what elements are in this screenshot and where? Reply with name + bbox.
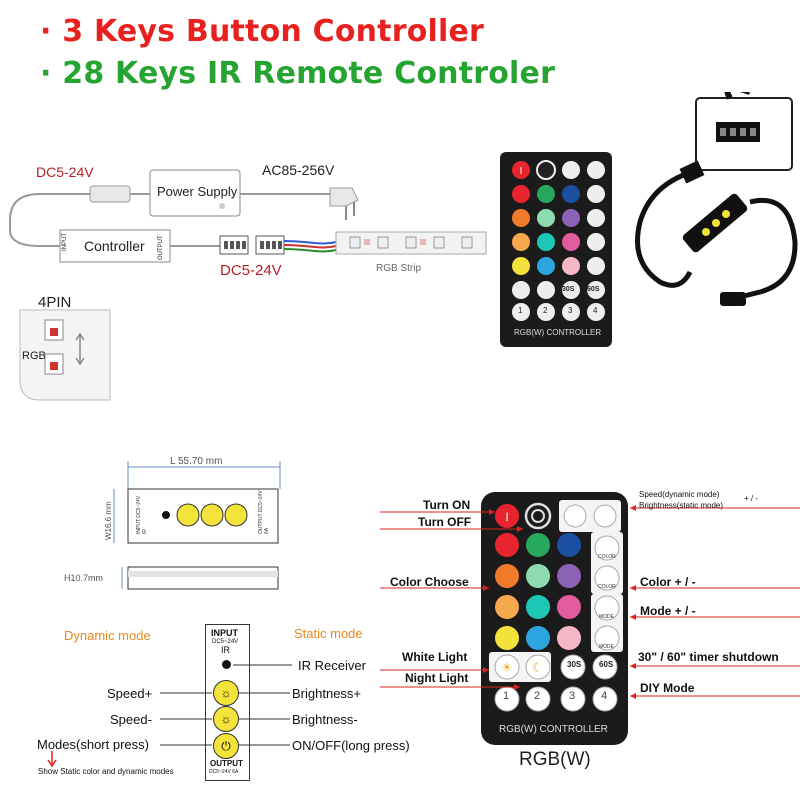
diy-mode-label: DIY Mode xyxy=(640,681,695,695)
white-light-label: White Light xyxy=(402,650,468,664)
speed-plus-label: Speed+ xyxy=(107,686,153,701)
rgb-pin-label: RGB xyxy=(22,350,46,362)
onoff-label: ON/OFF(long press) xyxy=(292,738,410,753)
remote-caption: RGB(W) xyxy=(519,749,591,770)
controller-output-port: OUTPUT xyxy=(158,235,164,260)
static-mode-label: Static mode xyxy=(294,626,363,641)
color-plus-minus-label: Color + / - xyxy=(640,575,696,589)
controller-output-voltage: DC5~24V 6A xyxy=(209,769,239,775)
height-dimension: H10.7mm xyxy=(64,573,104,583)
svg-text:☀: ☀ xyxy=(501,661,513,676)
remote-small: I 30S 60S 1 2 3 4 RGB(W) CONTROLLER xyxy=(500,152,612,347)
cable-svg xyxy=(635,92,798,306)
remote-leader-lines xyxy=(380,505,800,699)
speed-minus-label: Speed- xyxy=(110,712,152,727)
controller-output-label: OUTPUT xyxy=(210,759,243,768)
remote-color-label-1: COLOR xyxy=(598,554,616,560)
controller-input-port: INPUT xyxy=(62,233,68,251)
remote-small-footer: RGB(W) CONTROLLER xyxy=(514,328,602,337)
plus-minus-small-label: + / - xyxy=(744,494,759,503)
remote-scene-2[interactable]: 2 xyxy=(534,690,541,702)
remote-scene-4[interactable]: 4 xyxy=(601,690,608,702)
svg-text:I: I xyxy=(505,510,508,524)
color-choose-label: Color Choose xyxy=(390,575,469,589)
remote-scene-3[interactable]: 3 xyxy=(569,690,576,702)
rgb-strip-label: RGB Strip xyxy=(376,263,422,274)
turn-off-label: Turn OFF xyxy=(418,515,472,529)
dimension-svg xyxy=(113,461,281,590)
remote-mode-label-1: MODE xyxy=(599,614,614,620)
remote-large-svg: I ☀ ☾ xyxy=(489,500,623,712)
length-dimension: L 55.70 mm xyxy=(170,456,223,467)
controller-leader-lines xyxy=(47,664,292,768)
svg-text:☾: ☾ xyxy=(532,661,544,676)
brightness-static-label: Brightness(static mode) xyxy=(639,501,724,510)
controller-input-label: INPUT xyxy=(211,628,238,638)
remote-scene-1[interactable]: 1 xyxy=(503,690,510,702)
remote-small-scene-1: 1 xyxy=(518,306,523,315)
dynamic-mode-label: Dynamic mode xyxy=(64,628,151,643)
remote-small-30s: 30S xyxy=(562,286,575,293)
sun-minus-icon: ☼ xyxy=(220,712,232,726)
wiring-svg xyxy=(9,169,487,401)
title-3-keys: · 3 Keys Button Controller xyxy=(40,14,485,49)
remote-timer-30s[interactable]: 30S xyxy=(567,660,582,669)
dc-input-label: DC5-24V xyxy=(36,164,94,180)
remote-large-footer: RGB(W) CONTROLLER xyxy=(499,724,608,735)
svg-text:I: I xyxy=(520,166,523,177)
dimension-input-text: INPUT DC5~24V IR xyxy=(136,495,148,534)
remote-small-scene-2: 2 xyxy=(543,306,548,315)
remote-color-label-2: COLOR xyxy=(598,584,616,590)
controller-ir-label: IR xyxy=(221,645,230,655)
modes-note: Show Static color and dynamic modes xyxy=(38,767,174,776)
ir-receiver-label: IR Receiver xyxy=(298,658,366,673)
ir-receiver-dot xyxy=(222,660,231,669)
dc-output-label: DC5-24V xyxy=(220,262,282,279)
remote-small-scene-3: 3 xyxy=(568,306,573,315)
title-28-keys: · 28 Keys IR Remote Controler xyxy=(40,56,556,91)
turn-on-label: Turn ON xyxy=(423,498,471,512)
modes-label: Modes(short press) xyxy=(37,737,149,752)
controller-input-voltage: DC5~24V xyxy=(212,639,239,645)
night-light-label: Night Light xyxy=(405,671,469,685)
sun-plus-icon: ☼ xyxy=(220,686,232,700)
ac-input-label: AC85-256V xyxy=(262,162,335,178)
speed-dynamic-label: Speed(dynamic mode) xyxy=(639,490,720,499)
remote-small-buttons: I xyxy=(512,160,605,321)
remote-large: I ☀ ☾ 30S 60S 1 2 3 4 COLOR xyxy=(481,492,628,745)
remote-timer-60s[interactable]: 60S xyxy=(599,660,614,669)
power-icon: ⏻ xyxy=(221,738,231,753)
power-button[interactable]: ⏻ xyxy=(213,733,239,759)
remote-small-scene-4: 4 xyxy=(593,306,598,315)
brightness-minus-label: Brightness- xyxy=(292,712,358,727)
remote-mode-label-2: MODE xyxy=(599,644,614,650)
remote-small-60s: 60S xyxy=(587,286,600,293)
mode-plus-minus-label: Mode + / - xyxy=(640,604,696,618)
width-dimension: W16.6 mm xyxy=(104,501,113,540)
power-supply-label: Power Supply xyxy=(157,184,238,199)
timer-shutdown-label: 30" / 60" timer shutdown xyxy=(638,650,779,664)
controller-label: Controller xyxy=(84,238,145,254)
dimension-output-text: OUTPUT DC5~24V 6A xyxy=(258,490,270,534)
brightness-plus-label: Brightness+ xyxy=(292,686,362,701)
4pin-label: 4PIN xyxy=(38,294,72,311)
